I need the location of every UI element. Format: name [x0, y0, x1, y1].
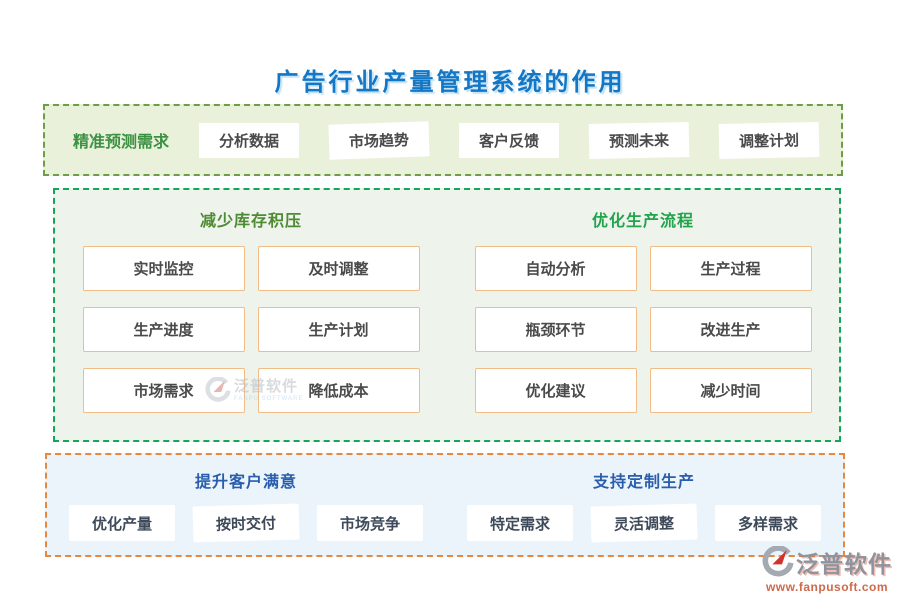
process-pill[interactable]: 瓶颈环节 — [474, 307, 637, 352]
forecast-pill[interactable]: 市场趋势 — [328, 120, 430, 160]
group-row: 特定需求 灵活调整 多样需求 — [467, 503, 821, 543]
inventory-pill[interactable]: 市场需求 — [82, 368, 245, 413]
satisfaction-pill[interactable]: 市场竞争 — [317, 505, 423, 541]
inventory-pill[interactable]: 实时监控 — [82, 246, 245, 291]
group-title: 支持定制生产 — [592, 474, 695, 491]
forecast-label: 精准预测需求 — [73, 134, 170, 151]
inventory-pill[interactable]: 降低成本 — [257, 368, 420, 413]
forecast-pill[interactable]: 客户反馈 — [458, 122, 559, 158]
group-title: 提升客户满意 — [194, 474, 297, 491]
forecast-pill[interactable]: 预测未来 — [588, 121, 690, 159]
inventory-pill[interactable]: 及时调整 — [257, 246, 420, 291]
group-row: 优化产量 按时交付 市场竞争 — [69, 503, 423, 543]
group-grid: 自动分析 生产过程 瓶颈环节 改进生产 优化建议 减少时间 — [474, 246, 812, 413]
fanpu-logo-icon — [762, 546, 794, 577]
group-custom-production: 支持定制生产 特定需求 灵活调整 多样需求 — [445, 455, 843, 555]
group-reduce-inventory: 减少库存积压 实时监控 及时调整 生产进度 生产计划 市场需求 降低成本 — [55, 190, 447, 440]
group-optimize-process: 优化生产流程 自动分析 生产过程 瓶颈环节 改进生产 优化建议 减少时间 — [447, 190, 839, 440]
group-title: 减少库存积压 — [199, 213, 302, 230]
process-pill[interactable]: 自动分析 — [474, 246, 637, 291]
group-customer-satisfaction: 提升客户满意 优化产量 按时交付 市场竞争 — [47, 455, 445, 555]
satisfaction-pill[interactable]: 按时交付 — [192, 503, 300, 543]
group-title: 优化生产流程 — [591, 213, 694, 230]
forecast-pill[interactable]: 调整计划 — [718, 121, 820, 159]
page-title: 广告行业产量管理系统的作用 — [274, 69, 626, 97]
process-pill[interactable]: 优化建议 — [474, 368, 637, 413]
section-middle: 减少库存积压 实时监控 及时调整 生产进度 生产计划 市场需求 降低成本 优化生… — [53, 188, 841, 442]
footer-brand-url[interactable]: www.fanpusoft.com — [765, 580, 889, 594]
fanpu-footer-logo: 泛普软件 www.fanpusoft.com — [762, 545, 892, 594]
custom-pill[interactable]: 特定需求 — [467, 505, 573, 541]
forecast-pill[interactable]: 分析数据 — [199, 122, 299, 158]
section-bottom: 提升客户满意 优化产量 按时交付 市场竞争 支持定制生产 特定需求 灵活调整 多… — [45, 453, 845, 557]
group-grid: 实时监控 及时调整 生产进度 生产计划 市场需求 降低成本 — [82, 246, 420, 413]
inventory-pill[interactable]: 生产进度 — [82, 307, 245, 352]
process-pill[interactable]: 生产过程 — [649, 246, 812, 291]
footer-brand-name: 泛普软件 — [796, 551, 892, 577]
custom-pill[interactable]: 多样需求 — [715, 505, 821, 541]
satisfaction-pill[interactable]: 优化产量 — [69, 505, 175, 541]
section-forecast: 精准预测需求 分析数据 市场趋势 客户反馈 预测未来 调整计划 — [43, 104, 843, 176]
process-pill[interactable]: 减少时间 — [649, 368, 812, 413]
inventory-pill[interactable]: 生产计划 — [257, 307, 420, 352]
process-pill[interactable]: 改进生产 — [649, 307, 812, 352]
custom-pill[interactable]: 灵活调整 — [590, 503, 698, 543]
